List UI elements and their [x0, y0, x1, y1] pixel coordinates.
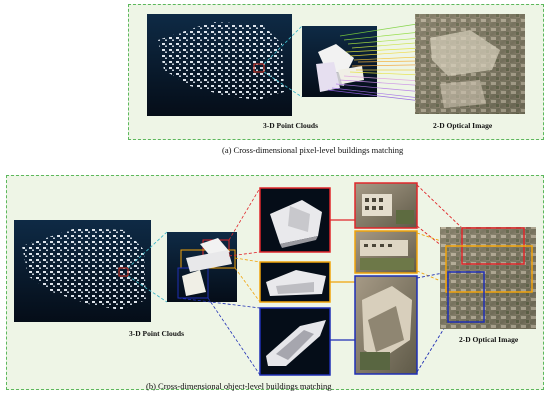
- caption-a: (a) Cross-dimensional pixel-level buildi…: [222, 145, 404, 155]
- building-crop-blue: [259, 307, 331, 376]
- building-crop-orange: [259, 261, 331, 303]
- photo-crop-red: [354, 182, 418, 229]
- building-crop-red: [259, 187, 331, 253]
- photo-crop-orange: [354, 230, 418, 274]
- label-point-clouds-a: 3-D Point Clouds: [263, 121, 319, 130]
- panel-a-graphics: [147, 14, 525, 116]
- panel-b-graphics: [14, 182, 536, 376]
- photo-crop-blue: [354, 275, 418, 375]
- caption-b: (b) Cross-dimensional object-level build…: [146, 381, 332, 391]
- label-optical-image-a: 2-D Optical Image: [433, 121, 493, 130]
- label-point-clouds-b: 3-D Point Clouds: [129, 329, 185, 338]
- label-optical-image-b: 2-D Optical Image: [459, 335, 519, 344]
